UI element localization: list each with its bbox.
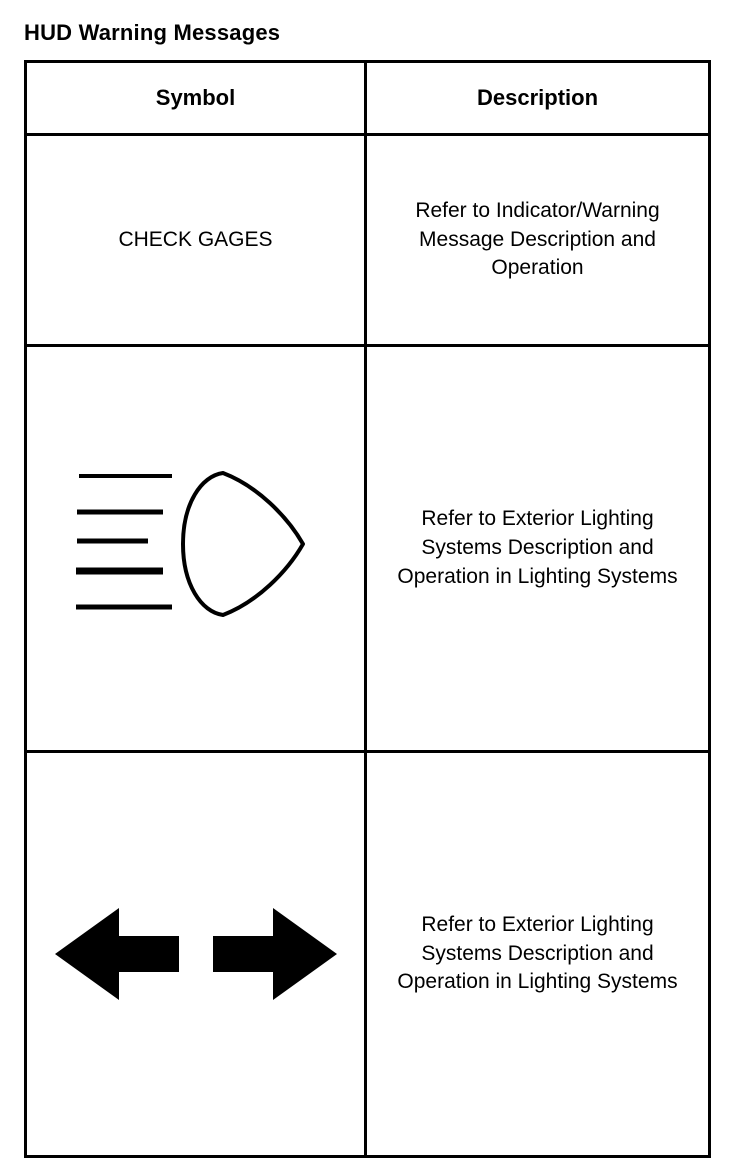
table-body: CHECK GAGES Refer to Indicator/Warning M… [24, 133, 711, 1158]
symbol-cell: CHECK GAGES [24, 133, 367, 347]
table-row: Refer to Exterior Lighting Systems Descr… [24, 344, 711, 753]
table-header: Symbol Description [24, 60, 711, 136]
page-title: HUD Warning Messages [24, 20, 281, 45]
description-text: Refer to Exterior Lighting Systems Descr… [397, 507, 678, 588]
description-cell: Refer to Indicator/Warning Message Descr… [364, 133, 711, 347]
symbol-cell [24, 344, 367, 753]
description-text: Refer to Exterior Lighting Systems Descr… [397, 912, 678, 994]
description-text: Refer to Indicator/Warning Message Descr… [415, 198, 660, 280]
check-gages-message: CHECK GAGES [27, 226, 364, 253]
hud-warning-messages-table: Symbol Description CHECK GAGES Refer to … [24, 60, 711, 1158]
table-header-row: Symbol Description [24, 60, 711, 136]
symbol-label: CHECK GAGES [118, 228, 273, 252]
table-row: Refer to Exterior Lighting Systems Descr… [24, 750, 711, 1158]
column-header-description: Description [364, 60, 711, 136]
column-header-symbol: Symbol [24, 60, 367, 136]
description-cell: Refer to Exterior Lighting Systems Descr… [364, 344, 711, 753]
low-beam-headlamp-icon [75, 470, 305, 617]
turn-signal-arrows-icon [54, 908, 337, 1000]
symbol-cell [24, 750, 367, 1158]
table-row: CHECK GAGES Refer to Indicator/Warning M… [24, 133, 711, 347]
description-cell: Refer to Exterior Lighting Systems Descr… [364, 750, 711, 1158]
